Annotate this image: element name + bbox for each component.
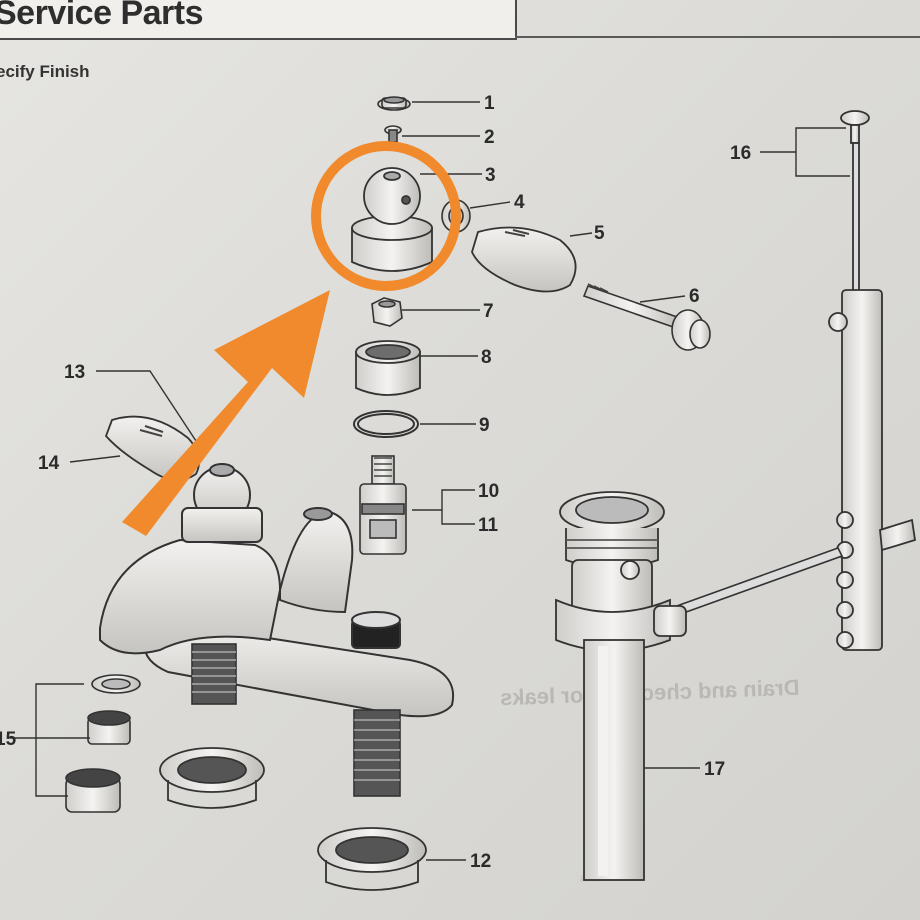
callout-12: 12 [470, 851, 491, 872]
callout-10: 10 [478, 481, 499, 502]
highlight-circle [311, 141, 461, 291]
part-hex-nut [371, 297, 403, 327]
part-lever-handle [471, 226, 577, 293]
part-lift-rod [828, 110, 917, 651]
callout-11: 11 [478, 515, 499, 536]
callout-2: 2 [484, 127, 495, 148]
callout-17: 17 [704, 759, 725, 780]
callout-6: 6 [689, 286, 700, 307]
callout-15: 15 [0, 729, 17, 750]
page-subtitle: ecify Finish [0, 62, 90, 81]
part-bonnet [355, 340, 421, 396]
callout-16: 16 [730, 143, 751, 164]
part-aerator [65, 674, 141, 813]
highlight-annotation [122, 141, 461, 536]
callout-8: 8 [481, 347, 492, 368]
highlight-arrow [122, 290, 330, 536]
mounting-nuts [159, 747, 427, 891]
threaded-shanks [191, 643, 401, 797]
callout-14: 14 [38, 453, 60, 474]
callout-3: 3 [485, 165, 496, 186]
part-cap [377, 96, 411, 111]
leader-lines [10, 101, 850, 861]
header-band: Service Parts [0, 0, 517, 40]
part-drain-assembly [555, 491, 687, 881]
callout-13: 13 [64, 362, 85, 383]
callout-1: 1 [484, 93, 495, 114]
callout-4: 4 [514, 192, 525, 213]
part-handle-base [351, 167, 433, 272]
part-o-ring [353, 410, 419, 438]
callout-9: 9 [479, 415, 490, 436]
part-screw [384, 125, 402, 143]
header-rule [515, 36, 920, 38]
callout-5: 5 [594, 223, 605, 244]
callout-7: 7 [483, 301, 494, 322]
page-title: Service Parts [0, 0, 204, 32]
pivot-rod [658, 547, 844, 621]
part-stem-rod [582, 283, 711, 351]
part-cartridge [359, 455, 407, 555]
